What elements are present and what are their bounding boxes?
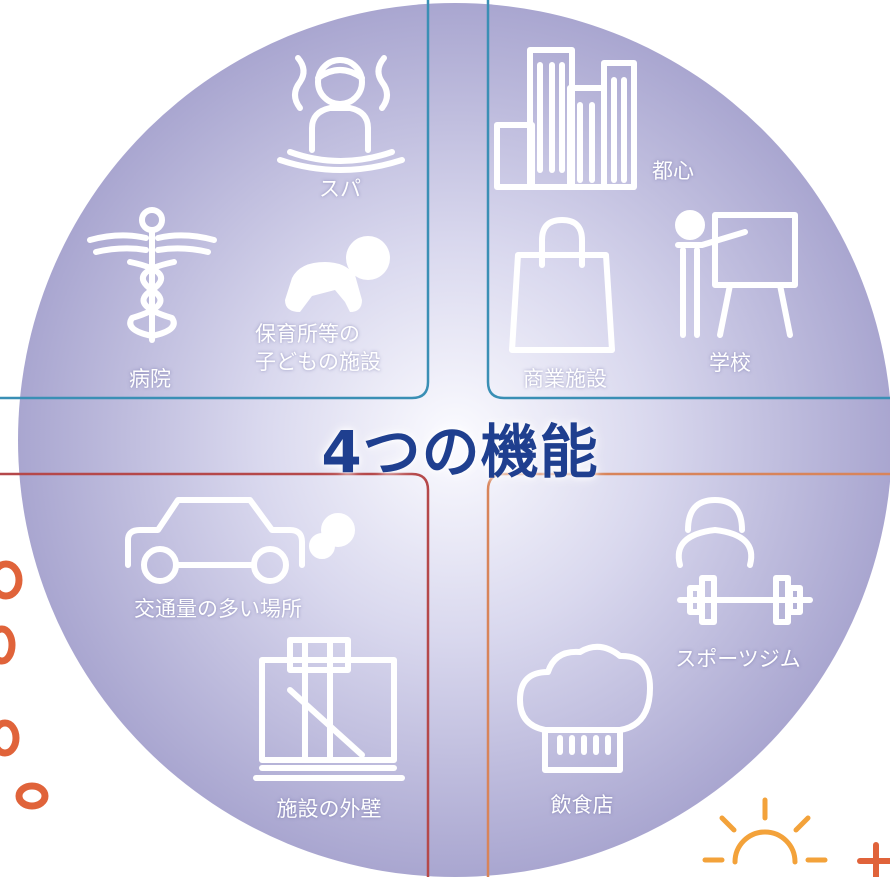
top-right-divider [486,0,890,400]
shopping-bag-icon [509,217,615,353]
caduceus-icon [87,207,217,343]
label-gym: スポーツジム [675,647,801,671]
teacher-board-icon [675,210,798,338]
label-heavy-traffic: 交通量の多い場所 [134,597,302,621]
crawling-baby-icon [285,236,390,312]
plus-icon [857,842,890,877]
kettlebell-dumbbell-icon [675,497,813,625]
label-childcare-line1: 保育所等の [255,322,360,346]
function-circle [18,3,890,877]
label-spa: スパ [319,177,361,201]
label-commercial: 商業施設 [523,367,607,391]
top-left-divider [0,0,430,400]
sun-icon [702,797,828,865]
bottom-left-divider [0,472,430,877]
label-hospital: 病院 [129,367,171,391]
chef-hat-icon [517,643,653,773]
label-downtown: 都心 [652,159,694,183]
label-restaurant: 飲食店 [550,793,614,817]
label-school: 学校 [709,351,751,375]
car-exhaust-icon [125,497,355,584]
bottom-right-divider [486,472,890,877]
city-buildings-icon [494,47,637,190]
diagram-title: 4つの機能 [321,418,599,486]
label-facility-wall: 施設の外壁 [276,797,382,821]
decorative-rings [0,560,49,810]
hot-spring-person-icon [277,55,405,173]
label-childcare: 保育所等の 子どもの施設 [255,320,381,376]
building-wall-icon [253,637,405,781]
label-childcare-line2: 子どもの施設 [255,350,381,374]
